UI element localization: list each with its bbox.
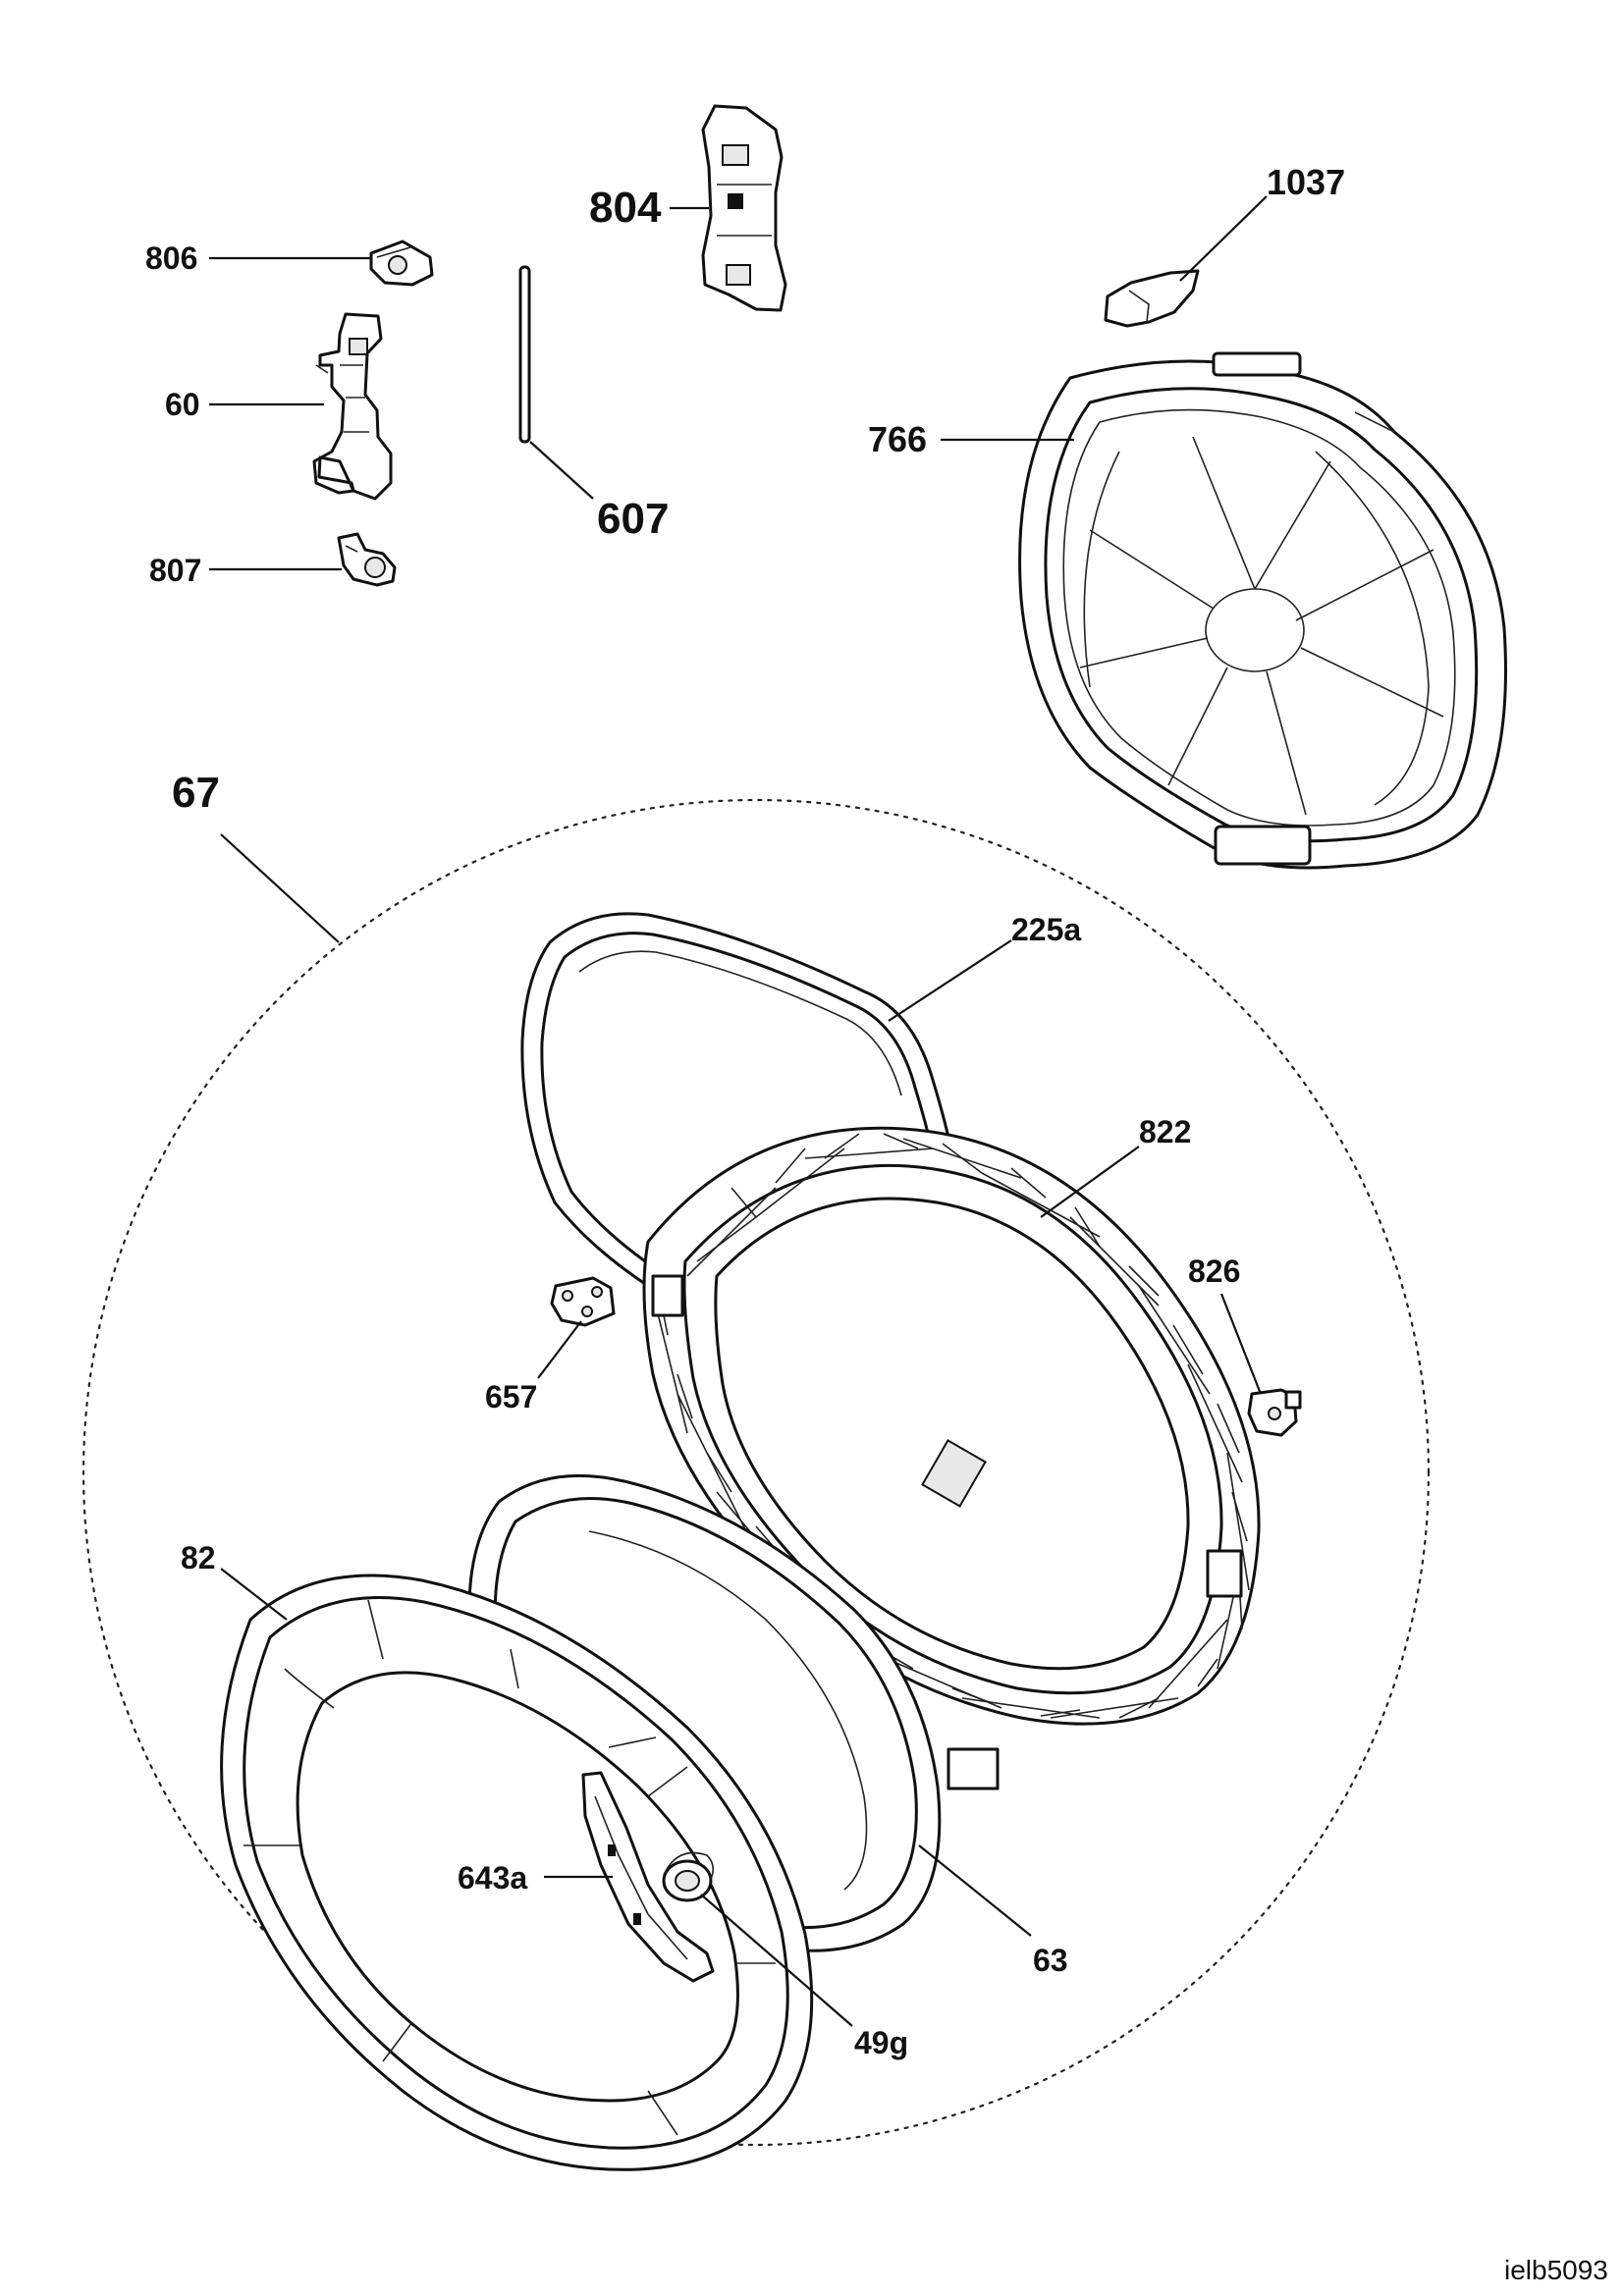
- label-82: 82: [181, 1540, 216, 1575]
- diagram-code: ielb5093: [1504, 2255, 1608, 2285]
- part-826-bracket: [1247, 1388, 1302, 1437]
- leader-1037: [1179, 195, 1268, 282]
- label-60: 60: [165, 387, 200, 422]
- part-82-door-ring: [220, 1574, 814, 2171]
- leader-63: [918, 1844, 1032, 1937]
- leader-225a: [888, 939, 1012, 1022]
- label-1037: 1037: [1267, 162, 1345, 202]
- label-822: 822: [1139, 1114, 1191, 1149]
- leader-822: [1040, 1146, 1140, 1218]
- leader-67: [220, 833, 340, 943]
- label-49g: 49g: [854, 2025, 908, 2060]
- label-804: 804: [589, 184, 662, 232]
- part-766-door-frame: [1018, 351, 1507, 870]
- part-1037-button: [1104, 269, 1200, 328]
- label-607: 607: [597, 495, 669, 543]
- part-804-lock: [701, 104, 787, 312]
- label-807: 807: [149, 553, 201, 588]
- label-657: 657: [485, 1379, 537, 1415]
- leader-49g: [700, 1894, 853, 2027]
- part-643a-handle: [581, 1771, 715, 1983]
- label-826: 826: [1188, 1254, 1240, 1289]
- label-766: 766: [868, 419, 927, 459]
- label-67: 67: [172, 769, 220, 817]
- label-806: 806: [145, 240, 197, 276]
- label-225a: 225a: [1011, 912, 1081, 947]
- part-806-latch-clip: [369, 240, 434, 287]
- leader-826: [1219, 1293, 1263, 1395]
- part-607-rod: [518, 265, 531, 444]
- part-657-bracket: [550, 1276, 616, 1327]
- leader-657: [537, 1320, 582, 1379]
- leader-82: [220, 1568, 288, 1621]
- label-643a: 643a: [458, 1860, 527, 1896]
- part-49g-pin: [662, 1851, 715, 1902]
- part-807-hinge-clip: [337, 532, 397, 587]
- label-63: 63: [1033, 1943, 1068, 1978]
- leader-607: [529, 441, 594, 500]
- assembly-67-boundary: [81, 798, 1431, 2147]
- part-60-hinge: [312, 312, 393, 501]
